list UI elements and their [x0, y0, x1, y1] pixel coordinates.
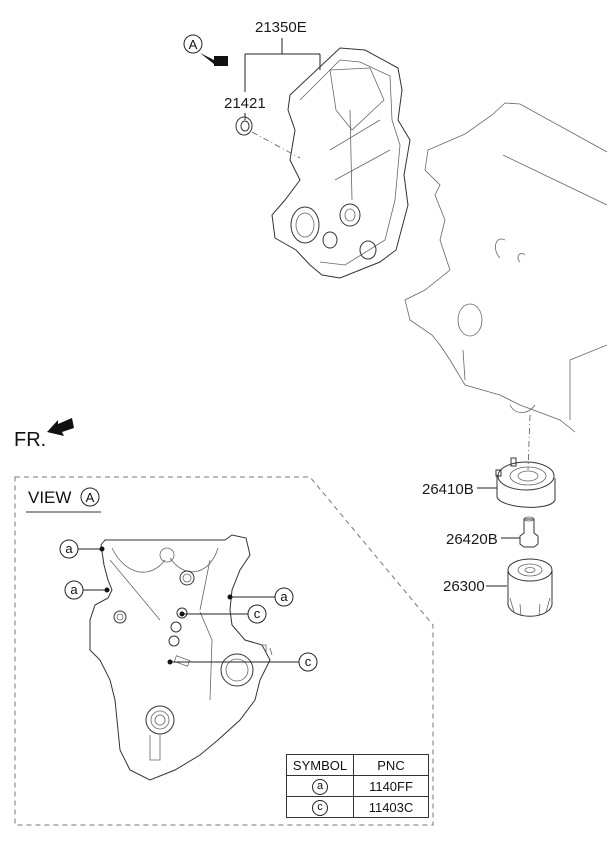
table-header-pnc: PNC: [353, 754, 429, 776]
callout-c-1: c: [179, 604, 267, 624]
table-row: a 1140FF: [286, 775, 429, 797]
symbol-a-icon: a: [312, 779, 328, 795]
callout-a-2: a: [64, 580, 110, 600]
label-21421: 21421: [224, 95, 266, 112]
svg-text:A: A: [86, 490, 95, 505]
label-26420B: 26420B: [446, 531, 498, 548]
view-a-cover-drawing: [89, 534, 273, 781]
view-title-marker: A: [80, 487, 100, 507]
front-label: FR.: [14, 429, 46, 451]
symbol-pnc-table: SYMBOL PNC a 1140FF c 11403C: [286, 754, 429, 818]
table-cell-symbol: c: [286, 796, 354, 818]
svg-text:c: c: [305, 654, 312, 669]
fitting-part-26420B: [519, 516, 539, 548]
label-26410B: 26410B: [422, 481, 474, 498]
callout-a-3: a: [227, 587, 294, 607]
engine-block-outline: [404, 102, 607, 433]
table-cell-pnc: 1140FF: [353, 775, 429, 797]
symbol-c-icon: c: [312, 800, 328, 816]
view-direction-arrow-icon: [200, 53, 228, 66]
view-title: VIEW: [28, 488, 71, 507]
svg-text:a: a: [65, 541, 73, 556]
timing-cover-part-21350E: [271, 47, 411, 279]
oil-cooler-part-26410B: [495, 457, 556, 508]
table-row: c 11403C: [286, 796, 429, 818]
table-header-symbol: SYMBOL: [286, 754, 354, 776]
callout-a-1: a: [59, 539, 105, 559]
view-marker-a: A: [183, 34, 203, 54]
table-cell-symbol: a: [286, 775, 354, 797]
table-cell-pnc: 11403C: [353, 796, 429, 818]
label-21350E: 21350E: [255, 19, 307, 36]
seal-part-21421: [235, 116, 253, 136]
svg-text:a: a: [280, 589, 288, 604]
view-a-frame: [14, 476, 434, 826]
svg-text:a: a: [70, 582, 78, 597]
front-direction-arrow-icon: [47, 418, 74, 436]
oil-filter-part-26300: [507, 558, 553, 617]
label-26300: 26300: [443, 578, 485, 595]
view-marker-letter: A: [189, 37, 198, 52]
svg-text:c: c: [254, 606, 261, 621]
callout-c-2: c: [167, 652, 318, 672]
table-header-row: SYMBOL PNC: [286, 754, 429, 776]
